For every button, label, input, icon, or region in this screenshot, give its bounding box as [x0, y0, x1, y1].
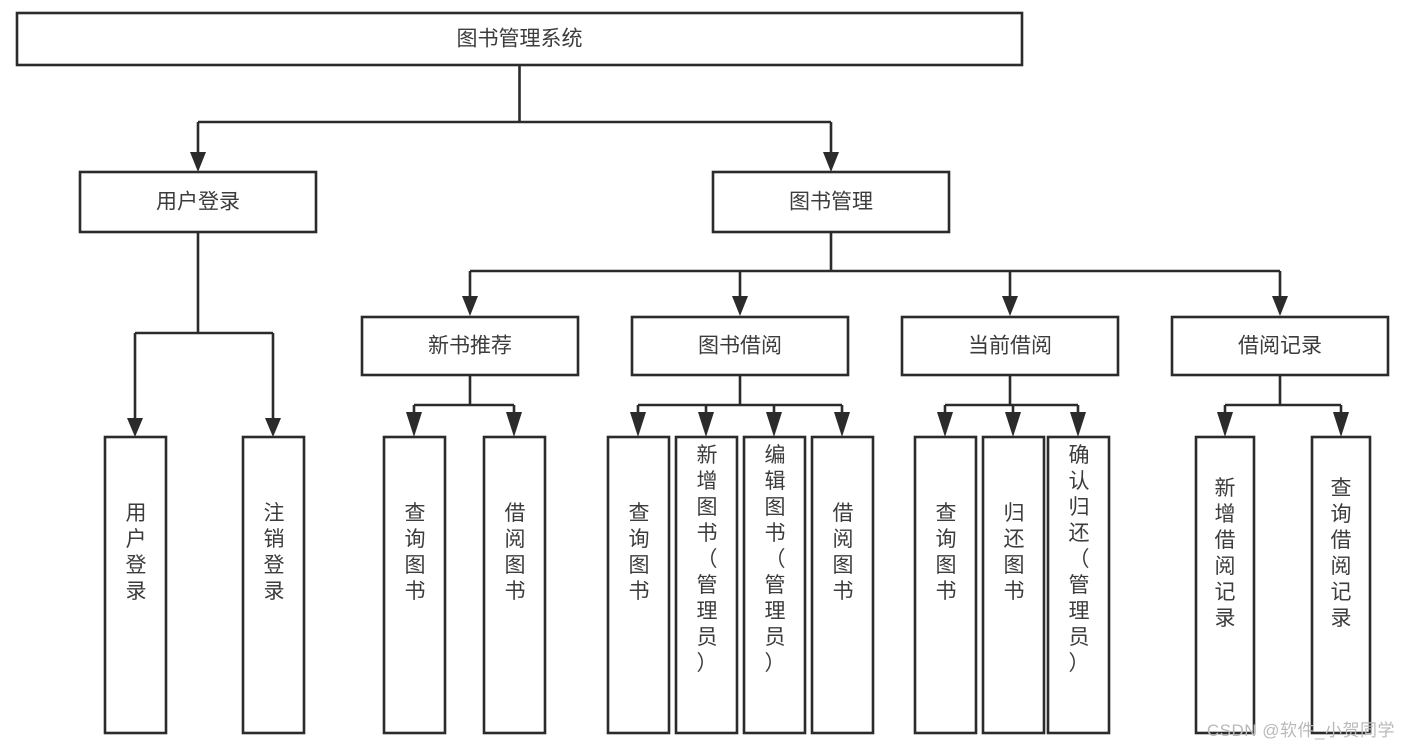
node-book-manage-label: 图书管理 [789, 191, 873, 214]
edge-bookborrow-bus [636, 375, 844, 418]
node-new-book-rec-box[interactable] [360, 315, 580, 377]
node-leaf-query-book-2[interactable]: 查询图书 [606, 435, 671, 735]
arrowhead-leaf-add-record [1217, 412, 1233, 437]
node-leaf-user-login-label: 用户登录 [126, 502, 147, 603]
node-leaf-query-book-2-box[interactable] [606, 435, 671, 735]
node-leaf-borrow-book-2-label: 借阅图书 [833, 502, 854, 603]
node-leaf-borrow-book-1-label: 借阅图书 [505, 502, 526, 603]
node-current-borrow-box[interactable] [900, 315, 1120, 377]
node-current-borrow[interactable]: 当前借阅 [900, 315, 1120, 377]
node-user-login[interactable]: 用户登录 [78, 170, 318, 234]
node-leaf-confirm-return-label: 确认归还（管理员） [1069, 444, 1090, 675]
node-leaf-query-book-3-box[interactable] [913, 435, 978, 735]
node-leaf-query-book-1-box[interactable] [382, 435, 447, 735]
node-borrow-record-box[interactable] [1170, 315, 1390, 377]
node-leaf-add-record-label: 新增借阅记录 [1215, 477, 1236, 630]
arrowhead-leaf-query-book-1 [406, 412, 422, 437]
arrowhead-leaf-query-book-3 [937, 412, 953, 437]
edge-borrowrecord-bus [1223, 375, 1343, 418]
node-borrow-record-label: 借阅记录 [1238, 335, 1322, 358]
node-leaf-add-record-box[interactable] [1194, 435, 1256, 735]
arrowhead-current-borrow [1002, 296, 1018, 316]
node-leaf-add-record[interactable]: 新增借阅记录 [1194, 435, 1256, 735]
arrowhead-leaf-borrow-book-1 [506, 412, 522, 437]
node-book-borrow-box[interactable] [630, 315, 850, 377]
node-root[interactable]: 图书管理系统 [15, 11, 1024, 67]
arrowhead-book-manage [823, 152, 839, 172]
edge-userlogin-bus [133, 232, 275, 418]
node-leaf-query-book-1-label: 查询图书 [405, 502, 426, 603]
node-leaf-confirm-return[interactable]: 确认归还（管理员） [1046, 435, 1111, 735]
node-current-borrow-label: 当前借阅 [968, 335, 1052, 358]
arrowhead-leaf-add-book [698, 412, 714, 437]
node-leaf-add-book-label: 新增图书（管理员） [697, 444, 718, 675]
node-leaf-query-book-3-label: 查询图书 [936, 502, 957, 603]
node-leaf-confirm-return-box[interactable] [1046, 435, 1111, 735]
arrowhead-new-book-rec [462, 296, 478, 316]
node-leaf-query-record-box[interactable] [1310, 435, 1372, 735]
node-leaf-add-book-box[interactable] [674, 435, 739, 735]
node-leaf-borrow-book-2[interactable]: 借阅图书 [810, 435, 875, 735]
node-leaf-user-login-box[interactable] [103, 435, 168, 735]
node-leaf-edit-book-box[interactable] [742, 435, 807, 735]
edge-root-bus [196, 65, 833, 152]
node-leaf-borrow-book-1-box[interactable] [482, 435, 547, 735]
arrowhead-user-login [190, 152, 206, 172]
node-user-login-box[interactable] [78, 170, 318, 234]
edge-currentborrow-bus [943, 375, 1080, 418]
edge-newbookrec-bus [412, 375, 516, 418]
node-leaf-query-book-2-label: 查询图书 [629, 502, 650, 603]
node-leaf-user-login[interactable]: 用户登录 [103, 435, 168, 735]
node-borrow-record[interactable]: 借阅记录 [1170, 315, 1390, 377]
node-leaf-borrow-book-1[interactable]: 借阅图书 [482, 435, 547, 735]
node-leaf-edit-book-label: 编辑图书（管理员） [765, 444, 786, 675]
node-root-box[interactable] [15, 11, 1024, 67]
node-leaf-edit-book[interactable]: 编辑图书（管理员） [742, 435, 807, 735]
node-leaf-query-book-3[interactable]: 查询图书 [913, 435, 978, 735]
node-book-borrow[interactable]: 图书借阅 [630, 315, 850, 377]
arrowhead-leaf-logout [265, 418, 281, 437]
node-book-manage[interactable]: 图书管理 [711, 170, 951, 234]
edge-bookmanage-bus [468, 232, 1282, 296]
arrowhead-borrow-record [1272, 296, 1288, 316]
node-leaf-query-record-label: 查询借阅记录 [1331, 477, 1352, 630]
node-leaf-return-book-box[interactable] [981, 435, 1046, 735]
node-leaf-return-book-label: 归还图书 [1004, 502, 1025, 603]
node-leaf-query-record[interactable]: 查询借阅记录 [1310, 435, 1372, 735]
node-leaf-logout-box[interactable] [241, 435, 306, 735]
node-leaf-logout[interactable]: 注销登录 [241, 435, 306, 735]
arrowhead-leaf-query-book-2 [630, 412, 646, 437]
node-leaf-add-book[interactable]: 新增图书（管理员） [674, 435, 739, 735]
arrowhead-leaf-return-book [1005, 412, 1021, 437]
arrowhead-book-borrow [732, 296, 748, 316]
node-book-manage-box[interactable] [711, 170, 951, 234]
arrowhead-leaf-user-login [127, 418, 143, 437]
arrowhead-leaf-edit-book [766, 412, 782, 437]
node-book-borrow-label: 图书借阅 [698, 335, 782, 358]
node-user-login-label: 用户登录 [156, 191, 240, 214]
node-leaf-query-book-1[interactable]: 查询图书 [382, 435, 447, 735]
node-root-label: 图书管理系统 [457, 28, 583, 51]
node-new-book-rec[interactable]: 新书推荐 [360, 315, 580, 377]
node-leaf-return-book[interactable]: 归还图书 [981, 435, 1046, 735]
arrowhead-leaf-confirm-return [1070, 412, 1086, 437]
arrowhead-leaf-query-record [1333, 412, 1349, 437]
node-leaf-borrow-book-2-box[interactable] [810, 435, 875, 735]
node-new-book-rec-label: 新书推荐 [428, 335, 512, 358]
arrowhead-leaf-borrow-book-2 [834, 412, 850, 437]
node-leaf-logout-label: 注销登录 [264, 502, 285, 603]
connectors [127, 65, 1349, 437]
